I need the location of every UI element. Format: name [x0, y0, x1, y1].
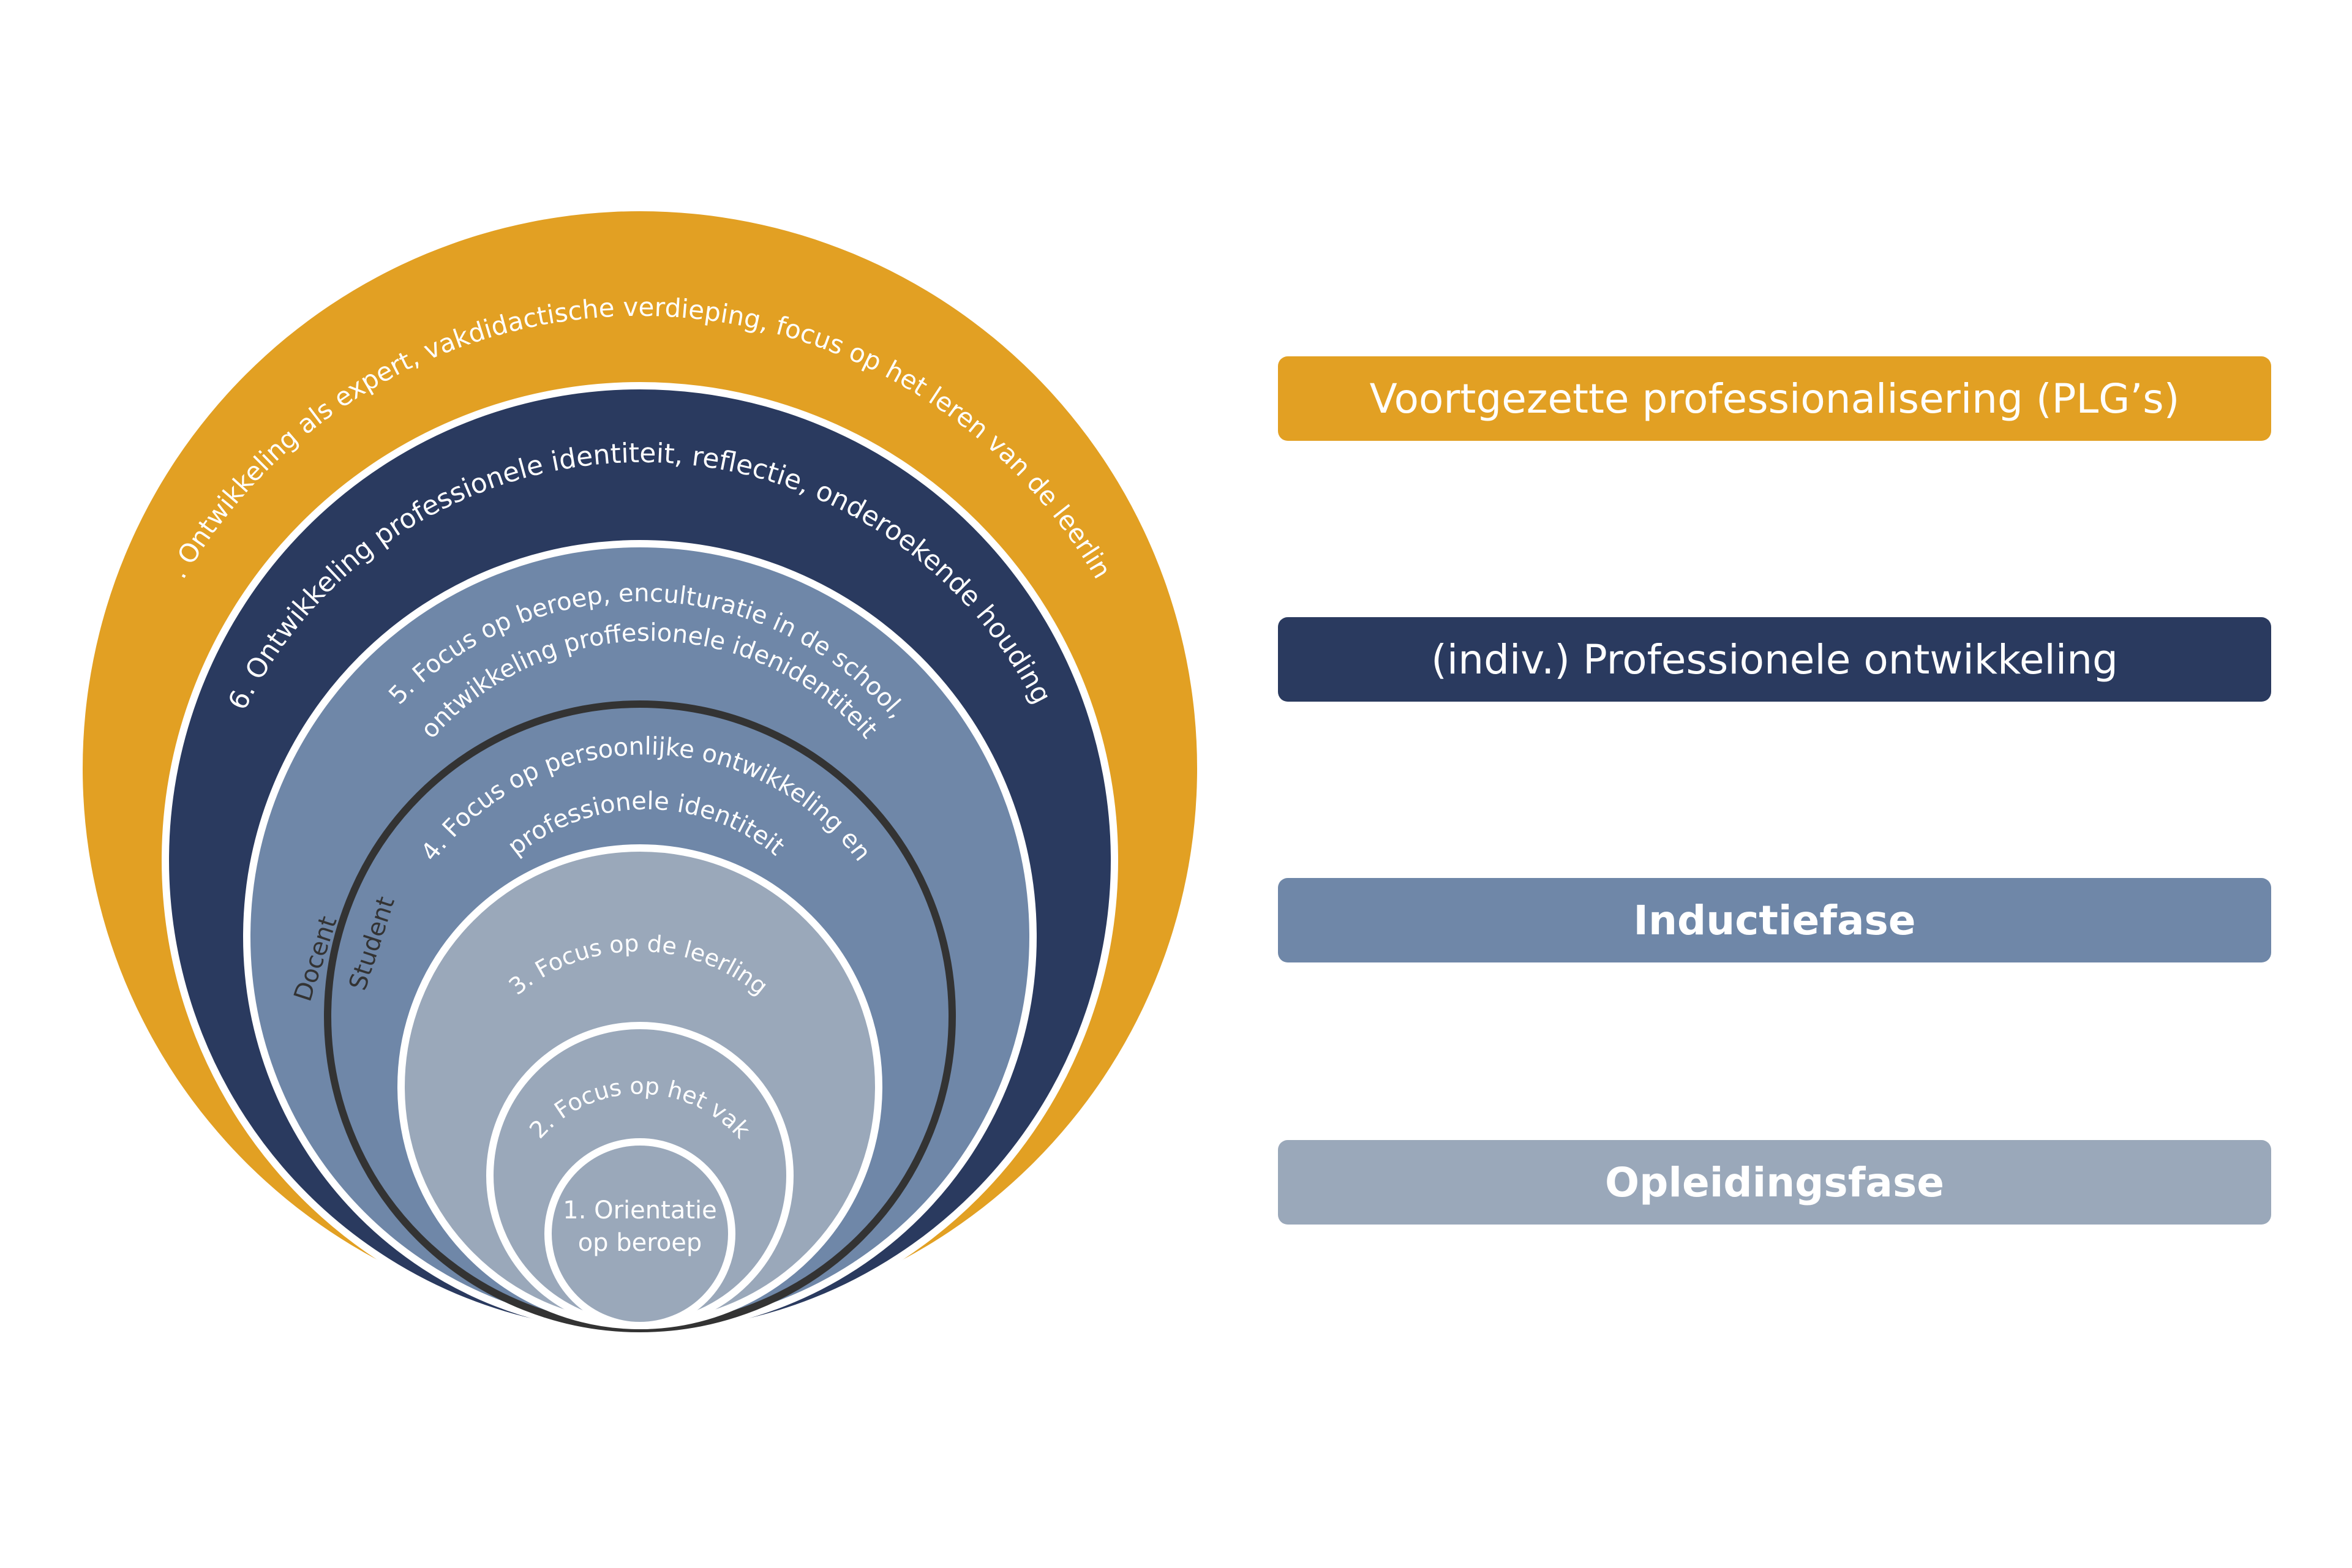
phase-inductiefase: Inductiefase [1278, 878, 2271, 962]
ring-1-label-line2: op beroep [578, 1229, 702, 1257]
phase-professionele-ontwikkeling: (indiv.) Professionele ontwikkeling [1278, 617, 2271, 702]
ring-1-label-line1: 1. Orientatie [563, 1196, 716, 1225]
ring-1 [544, 1138, 735, 1329]
phase-voortgezette-professionalisering: Voortgezette professionalisering (PLG’s) [1278, 356, 2271, 441]
phase-opleidingsfase: Opleidingsfase [1278, 1140, 2271, 1225]
